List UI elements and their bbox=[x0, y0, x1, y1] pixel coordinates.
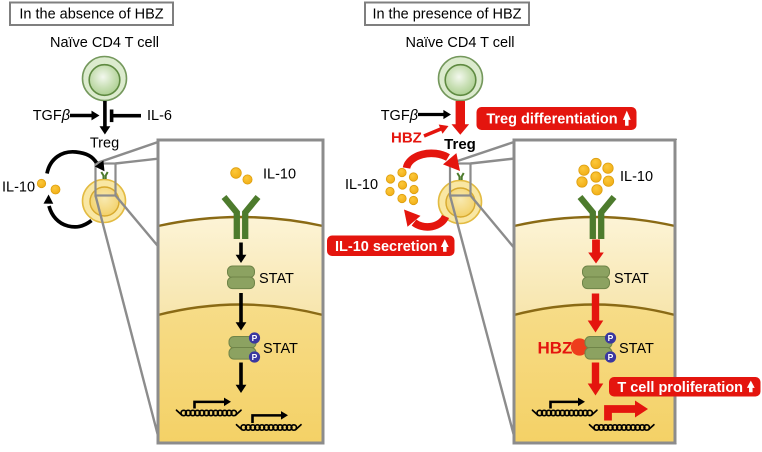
svg-text:STAT: STAT bbox=[259, 271, 294, 287]
svg-text:TGFβ: TGFβ bbox=[381, 108, 418, 124]
svg-text:P: P bbox=[608, 352, 614, 362]
svg-text:In the presence of HBZ: In the presence of HBZ bbox=[372, 7, 521, 23]
svg-text:IL-10: IL-10 bbox=[263, 167, 296, 183]
svg-text:TGFβ: TGFβ bbox=[33, 108, 70, 124]
svg-text:STAT: STAT bbox=[614, 271, 649, 287]
svg-text:HBZ: HBZ bbox=[538, 339, 573, 358]
svg-text:P: P bbox=[608, 333, 614, 343]
svg-text:In the absence of HBZ: In the absence of HBZ bbox=[19, 7, 163, 23]
svg-text:IL-10 secretion: IL-10 secretion bbox=[335, 239, 437, 255]
svg-text:Treg: Treg bbox=[90, 136, 119, 152]
svg-text:IL-6: IL-6 bbox=[147, 108, 172, 124]
svg-text:STAT: STAT bbox=[619, 341, 654, 357]
svg-text:HBZ: HBZ bbox=[391, 130, 422, 147]
svg-text:Treg differentiation: Treg differentiation bbox=[486, 112, 617, 128]
svg-text:IL-10: IL-10 bbox=[2, 180, 35, 196]
svg-text:Naïve CD4 T cell: Naïve CD4 T cell bbox=[50, 35, 159, 51]
svg-text:P: P bbox=[252, 333, 258, 343]
svg-text:IL-10: IL-10 bbox=[345, 177, 378, 193]
svg-text:Naïve CD4 T cell: Naïve CD4 T cell bbox=[405, 35, 514, 51]
svg-text:STAT: STAT bbox=[263, 341, 298, 357]
svg-text:P: P bbox=[252, 352, 258, 362]
svg-text:IL-10: IL-10 bbox=[620, 169, 653, 185]
svg-text:Treg: Treg bbox=[444, 136, 476, 153]
svg-text:T cell proliferation: T cell proliferation bbox=[617, 380, 743, 396]
